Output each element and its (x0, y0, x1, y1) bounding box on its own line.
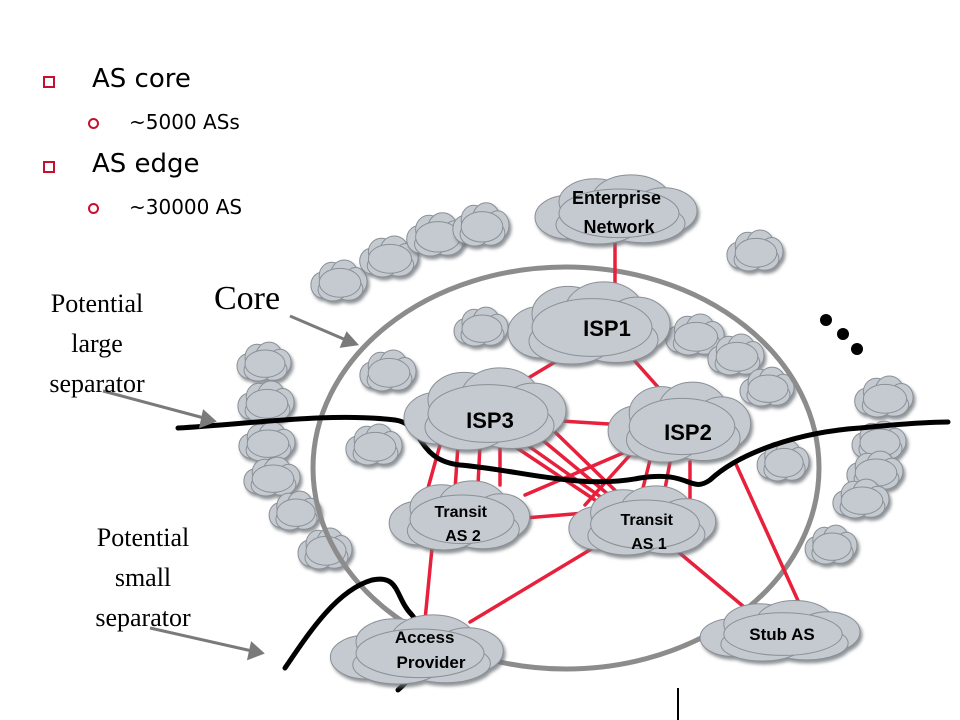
core-arrow (289, 314, 347, 342)
ellipsis-dot (851, 343, 863, 355)
bullet-core-count: ~5000 ASs (129, 110, 240, 134)
link (523, 448, 632, 497)
label-line: Potential (96, 523, 190, 552)
label-line: separator (49, 369, 145, 398)
bullet-as-edge: AS edge (92, 149, 200, 179)
ellipsis-dot (837, 328, 849, 340)
small-cloud-icon (236, 341, 292, 382)
link (518, 438, 607, 502)
link (426, 443, 442, 490)
small-cloud-icon (756, 439, 810, 482)
link (523, 511, 587, 520)
node-clouds (329, 174, 861, 685)
transit-as1-label: Transit AS 1 (621, 512, 678, 553)
label-line: Potential (50, 289, 144, 318)
transit-as1-cloud (568, 485, 717, 556)
large-separator-arrowhead (198, 409, 217, 429)
enterprise-network-cloud (534, 174, 698, 245)
small-cloud-icon (359, 235, 419, 278)
small-separator-arrow (149, 626, 253, 653)
small-cloud-icon (452, 202, 510, 247)
link (468, 543, 600, 624)
link (668, 543, 752, 614)
large-separator-line (175, 414, 951, 487)
isp2-cloud (607, 381, 752, 463)
bullet-square-icon (43, 161, 55, 173)
large-separator-arrow (102, 389, 205, 420)
isp2-label: ISP2 (664, 420, 712, 445)
link (503, 438, 597, 502)
label-line: small (114, 563, 172, 592)
small-cloud-icon (297, 527, 353, 570)
transit-as2-cloud (388, 480, 531, 551)
bullet-as-core: AS core (92, 64, 191, 94)
enterprise-network-label: Enterprise Network (572, 188, 666, 237)
isp3-label: ISP3 (466, 408, 514, 433)
link (423, 546, 434, 622)
small-cloud-icon (359, 349, 417, 392)
small-cloud-icon (345, 423, 403, 466)
stub-as-cloud (699, 600, 861, 662)
transit-as2-label: Transit AS 2 (435, 504, 492, 545)
core-circle (310, 264, 822, 672)
small-cloud-icon (243, 456, 301, 497)
small-cloud-icon (851, 420, 907, 461)
decorative-clouds (236, 202, 914, 570)
access-provider-cloud (329, 614, 504, 685)
link (733, 460, 802, 607)
small-cloud-icon (238, 421, 296, 462)
small-separator-label: Potential small separator (68, 518, 218, 638)
bullet-square-icon (43, 76, 55, 88)
small-cloud-icon (804, 524, 858, 565)
bullet-edge-count: ~30000 AS (129, 195, 243, 219)
access-provider-label: Access Provider (395, 628, 466, 672)
label-line: large (71, 329, 123, 358)
link (538, 436, 617, 502)
large-separator-label: Potential large separator (22, 284, 172, 404)
small-cloud-icon (739, 366, 795, 407)
small-cloud-icon (665, 313, 725, 356)
isp1-cloud (507, 281, 671, 365)
stub-as-label: Stub AS (749, 625, 814, 644)
small-cloud-icon (268, 490, 322, 531)
small-cloud-icon (726, 229, 784, 272)
bullet-circle-icon (88, 203, 99, 214)
small-cloud-icon (832, 478, 890, 519)
bullet-circle-icon (88, 118, 99, 129)
isp1-label: ISP1 (583, 316, 631, 341)
ellipsis-dot (820, 314, 832, 326)
isp3-cloud (403, 367, 567, 451)
small-cloud-icon (854, 375, 914, 418)
core-label: Core (214, 280, 281, 317)
small-cloud-icon (237, 380, 295, 423)
core-arrowhead (339, 331, 359, 348)
label-line: separator (95, 603, 191, 632)
small-separator-arrowhead (246, 641, 265, 661)
small-cloud-icon (310, 259, 368, 302)
small-cloud-icon (707, 333, 765, 376)
small-cloud-icon (453, 306, 509, 347)
link (453, 443, 460, 492)
